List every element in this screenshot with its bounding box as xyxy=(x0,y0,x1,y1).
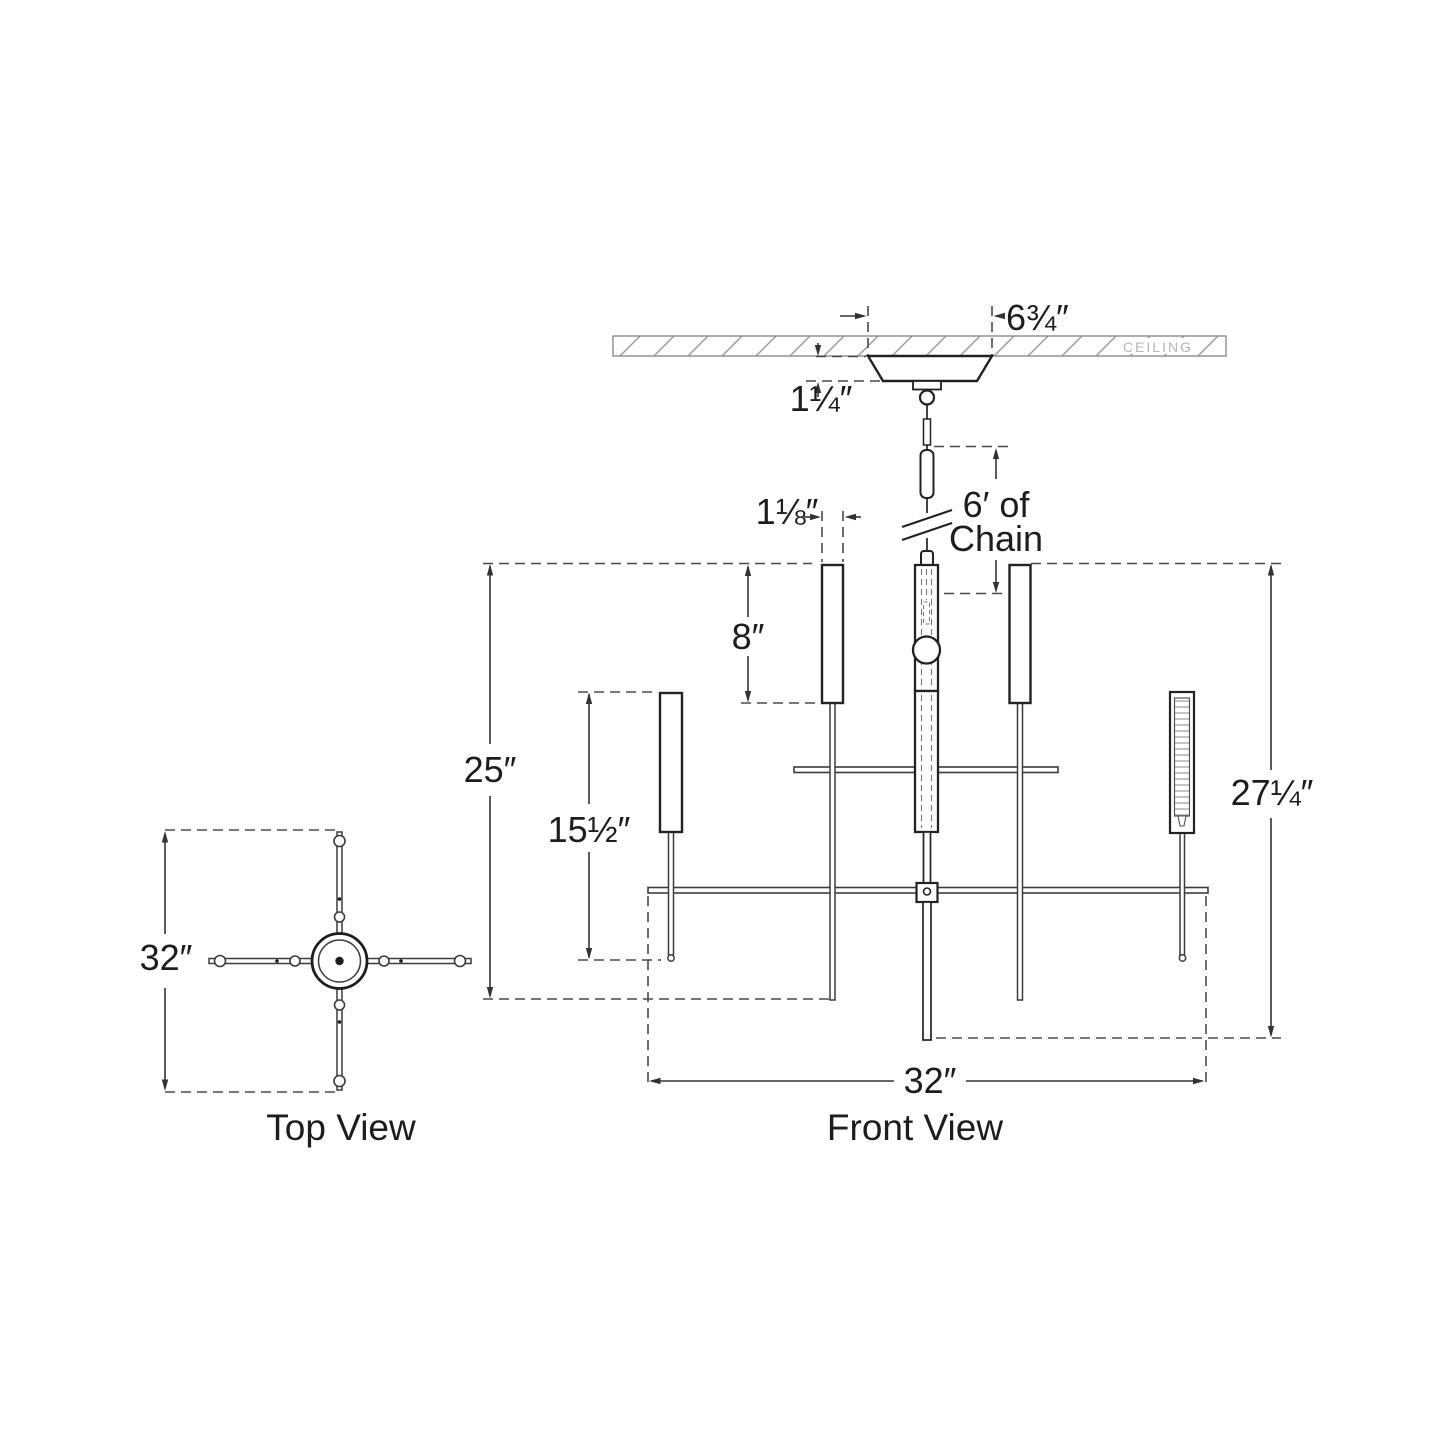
dim-top-width: 32″ xyxy=(140,937,193,978)
candle-sockets-top xyxy=(213,834,467,1088)
canopy-hub xyxy=(912,380,942,391)
candles xyxy=(658,563,1196,835)
central-stem xyxy=(911,550,942,1041)
dim-canopy-width: 6¾″ xyxy=(1006,297,1069,338)
stem-rod xyxy=(922,831,932,884)
lower-right-candle-with-bulb xyxy=(1168,690,1196,835)
upper-right-candle xyxy=(1008,563,1032,705)
turnbuckle xyxy=(919,449,935,499)
dim-upper-candle-height: 8″ xyxy=(732,616,765,657)
front-dimension-labels: 6¾″ 1¼″ 6′ of Chain 1⅛″ 8″ 25″ 15½″ 27¼″… xyxy=(464,297,1314,1148)
hub-hole xyxy=(922,887,932,896)
stem-hidden-lines xyxy=(920,569,933,828)
dim-candle-width: 1⅛″ xyxy=(756,491,819,532)
center-drop-rod xyxy=(922,901,932,1041)
front-view: CEILING xyxy=(464,297,1314,1148)
lower-left-candle xyxy=(658,691,684,834)
ceiling-label: CEILING xyxy=(1123,339,1193,355)
dim-front-width: 32″ xyxy=(904,1060,957,1101)
top-view-dashed-lines xyxy=(165,829,336,1093)
top-view-hub xyxy=(310,932,369,990)
dim-upper-drop: 25″ xyxy=(464,749,517,790)
dim-canopy-height: 1¼″ xyxy=(790,378,853,419)
dim-chain-line1: 6′ of xyxy=(963,484,1031,525)
stem-cap xyxy=(920,550,934,567)
bulb-filament xyxy=(1173,697,1191,817)
ceiling-hatch: CEILING xyxy=(612,335,1227,357)
canopy xyxy=(865,354,995,383)
bulb-base xyxy=(1177,815,1187,827)
wire-connector xyxy=(922,418,932,446)
stem-lower-column xyxy=(913,689,940,834)
dim-chain-line2: Chain xyxy=(949,518,1043,559)
dim-lower-drop: 15½″ xyxy=(548,809,631,850)
rod-end-cap xyxy=(1178,954,1187,962)
top-view: 32″ Top View xyxy=(140,829,472,1148)
ceiling-text-backing xyxy=(1124,338,1192,354)
top-view-label: Top View xyxy=(266,1107,416,1148)
canopy-assembly xyxy=(865,354,995,552)
upper-left-candle xyxy=(820,563,845,705)
dim-overall-height: 27¼″ xyxy=(1231,772,1314,813)
chain-break-icon xyxy=(901,508,953,542)
hanging-loop-icon xyxy=(918,389,936,406)
rod-end-cap xyxy=(667,954,675,962)
top-view-dimension-line xyxy=(161,831,169,1091)
dimension-lines xyxy=(486,312,1275,1085)
top-view-arm-dots xyxy=(275,897,403,1024)
ball-joint xyxy=(911,635,942,665)
front-view-label: Front View xyxy=(827,1107,1003,1148)
dashed-reference-lines xyxy=(483,306,1281,1086)
